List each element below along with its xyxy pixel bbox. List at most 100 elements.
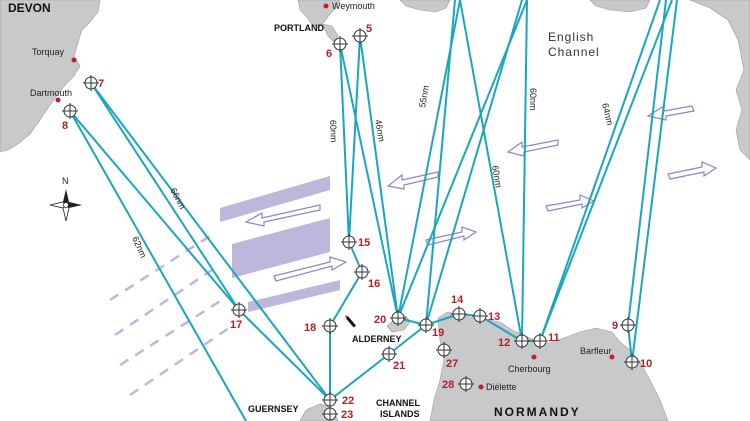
devon-land	[0, 0, 101, 153]
tss-zone-south	[248, 280, 340, 312]
route-11-north-2	[539, 0, 673, 342]
waypoint-markers	[62, 28, 640, 421]
waypoint-marker-17	[231, 302, 247, 318]
flow-arrow-west	[386, 171, 439, 190]
dash-line	[114, 266, 216, 337]
label-alderney: ALDERNEY	[352, 334, 402, 344]
waypoint-number-18: 18	[304, 322, 316, 334]
torquay-dot	[71, 57, 77, 63]
tss-zone-middle	[232, 218, 330, 278]
dartmouth-dot	[55, 97, 61, 103]
label-channel: Channel	[548, 45, 600, 59]
distance-64nm: 64nm	[600, 102, 615, 126]
route-6-20	[339, 43, 399, 319]
route-5-20	[359, 35, 399, 319]
waypoint-marker-12	[514, 333, 530, 349]
waypoint-marker-8	[62, 103, 78, 119]
route-9-north	[627, 0, 667, 326]
waypoint-marker-23	[322, 406, 338, 421]
waypoint-marker-20	[390, 310, 406, 326]
label-guernsey: GUERNSEY	[248, 404, 299, 414]
distance-60nm-c: 60nm	[528, 88, 538, 111]
label-weymouth: Weymouth	[332, 1, 375, 11]
waypoint-marker-6	[332, 36, 348, 52]
waypoint-marker-5	[352, 28, 368, 44]
waypoint-number-9: 9	[612, 320, 618, 332]
flow-arrow-west	[646, 104, 695, 121]
waypoint-marker-11	[532, 333, 548, 349]
route-19-north-1	[425, 0, 456, 326]
label-torquay: Torquay	[32, 47, 65, 57]
label-dielette: Diélette	[486, 382, 517, 392]
dash-line	[129, 324, 233, 397]
compass-icon	[49, 189, 82, 222]
route-17-22	[238, 309, 331, 401]
inshore-traffic-dashes	[109, 234, 233, 397]
waypoint-marker-14	[451, 306, 467, 322]
flow-arrow-east	[273, 256, 348, 282]
boat-icon	[345, 315, 357, 328]
waypoint-number-11: 11	[548, 332, 560, 344]
dielette-dot	[478, 384, 484, 390]
label-devon: DEVON	[8, 1, 51, 15]
route-15-16-18-22	[329, 241, 363, 400]
route-7-17	[90, 82, 240, 311]
waypoint-marker-7	[83, 75, 99, 91]
waypoint-marker-19	[418, 317, 434, 333]
tss-zone-north	[220, 176, 330, 222]
waypoint-number-15: 15	[358, 237, 370, 249]
label-portland: PORTLAND	[274, 23, 324, 33]
distance-60nm-b: 60nm	[490, 165, 504, 189]
waypoint-number-8: 8	[62, 120, 68, 132]
waypoint-number-12: 12	[498, 337, 510, 349]
label-normandy: NORMANDY	[494, 405, 581, 419]
waypoint-marker-18	[322, 318, 338, 334]
route-7-22	[90, 82, 331, 401]
east-coast-land	[689, 0, 750, 161]
traffic-separation-scheme	[220, 176, 340, 312]
label-channel-islands-2: ISLANDS	[380, 409, 420, 419]
label-dartmouth: Dartmouth	[30, 88, 72, 98]
waypoint-marker-27	[436, 342, 452, 358]
distance-46nm: 46nm	[373, 119, 387, 143]
route-11-north-1	[539, 0, 661, 342]
isle-of-wight	[589, 0, 651, 13]
waypoint-number-23: 23	[341, 409, 353, 421]
waypoint-marker-10	[624, 354, 640, 370]
waypoint-number-19: 19	[432, 327, 444, 339]
route-5-15	[348, 35, 361, 243]
flow-arrow-west	[506, 139, 559, 157]
waypoint-number-7: 7	[98, 78, 104, 90]
label-channel-islands-1: CHANNEL	[376, 398, 421, 408]
route-19-north-2	[425, 0, 523, 326]
cherbourg-dot	[531, 354, 537, 360]
weymouth-dot	[323, 3, 329, 9]
routes	[69, 0, 678, 421]
waypoint-number-28: 28	[442, 379, 454, 391]
label-barfleur: Barfleur	[580, 346, 612, 356]
portland-land	[297, 0, 341, 29]
route-8-23	[69, 110, 247, 421]
label-english: English	[548, 30, 594, 44]
flow-arrow-west	[244, 204, 321, 227]
route-12-north-1	[459, 0, 523, 342]
waypoint-number-17: 17	[230, 319, 242, 331]
dorset-land	[399, 0, 451, 13]
waypoint-marker-21	[381, 346, 397, 362]
waypoint-number-22: 22	[342, 395, 354, 407]
waypoint-number-5: 5	[366, 23, 372, 35]
waypoint-marker-15	[341, 234, 357, 250]
distance-60nm-a: 60nm	[328, 120, 339, 143]
route-22-21-19-20	[329, 317, 427, 401]
barfleur-dot	[609, 354, 615, 360]
distance-62nm: 62nm	[130, 235, 148, 260]
waypoint-marker-28	[458, 376, 474, 392]
route-12-north-2	[521, 0, 528, 342]
route-6-15	[339, 43, 350, 243]
compass-north-label: N	[62, 176, 69, 186]
waypoint-number-16: 16	[368, 278, 380, 290]
route-10-north	[631, 0, 678, 363]
waypoint-number-10: 10	[640, 358, 652, 370]
normandy-land	[429, 311, 669, 421]
